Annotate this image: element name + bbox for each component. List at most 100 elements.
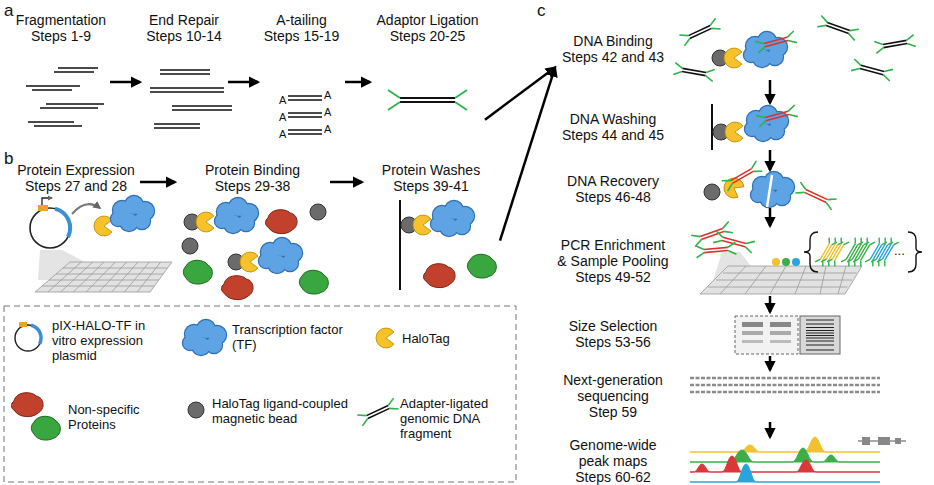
step-title: Adaptor Ligation <box>377 12 479 28</box>
pcr-pooling <box>782 258 790 266</box>
step-text: PCR Enrichment & Sample PoolingSteps 49-… <box>555 226 671 296</box>
step-title: Next-generation sequencing <box>555 372 671 404</box>
step-text: FragmentationSteps 1-9 <box>12 12 110 44</box>
legend-icons <box>188 402 204 418</box>
step-range: Steps 20-25 <box>390 28 466 44</box>
step-title: DNA Recovery <box>567 173 659 189</box>
pcr-pooling <box>827 238 849 267</box>
dna-binding-mix <box>874 35 915 54</box>
flow-arrow <box>330 181 362 184</box>
size-selection-gel <box>800 316 840 354</box>
process-step: Genome-wide peak mapsSteps 60-62 <box>555 437 930 485</box>
ellipsis: ... <box>894 244 905 257</box>
legend-box <box>4 306 516 482</box>
sequencing-reads <box>690 384 880 387</box>
legend-label: Non-specific Proteins <box>68 402 140 432</box>
step-title: A-tailing <box>276 12 327 28</box>
dna-binding-mix <box>755 31 797 53</box>
step-range: Steps 46-48 <box>575 189 651 205</box>
size-selection-gel <box>770 331 791 335</box>
legend-icons <box>19 322 27 327</box>
process-step: FragmentationSteps 1-9 <box>12 12 110 150</box>
size-selection-gel <box>770 340 791 343</box>
process-step: A-tailingSteps 15-19 <box>258 12 345 150</box>
expression-plasmid <box>30 208 70 248</box>
peak-tracks <box>690 437 880 452</box>
step-title: DNA Binding <box>573 33 652 49</box>
well-plate <box>35 262 172 292</box>
legend-label: pIX-HALO-TF in vitro expression plasmid <box>52 318 145 363</box>
pcr-pooling <box>708 266 857 294</box>
size-selection-gel <box>742 322 763 327</box>
size-selection-gel <box>735 316 798 354</box>
legend-label: Adapter-ligated genomic DNA fragment <box>400 396 488 441</box>
flow-arrow <box>110 81 140 84</box>
pcr-pooling <box>713 231 755 253</box>
dna-washing-mix <box>756 105 798 127</box>
legend-icons <box>183 320 226 355</box>
legend-icons <box>376 328 394 348</box>
legend-icons <box>15 325 41 351</box>
legend-label: HaloTag <box>402 331 450 346</box>
legend-label: Transcription factor (TF) <box>232 322 343 352</box>
peak-tracks <box>690 448 880 462</box>
process-step: Protein WashesSteps 39-41 <box>362 162 500 300</box>
step-range: Steps 27 and 28 <box>25 178 127 194</box>
legend-icons <box>357 398 398 426</box>
dna-binding-mix <box>673 63 714 82</box>
legend-entry: HaloTag ligand-coupled magnetic bead <box>212 396 362 426</box>
step-title: Protein Washes <box>382 162 480 178</box>
expression-plasmid <box>42 198 52 205</box>
step-range: Steps 1-9 <box>31 28 91 44</box>
step-range: Steps 10-14 <box>146 28 222 44</box>
adaptor-ligated-dna <box>388 90 467 110</box>
protein-washes-mix <box>399 200 401 290</box>
protein-binding-mix <box>215 198 258 233</box>
dna-recovery-mix <box>704 161 837 210</box>
expression-plasmid <box>38 205 48 211</box>
flow-arrow <box>500 68 555 241</box>
size-selection-gel <box>742 331 763 335</box>
legend-entry: Adapter-ligated genomic DNA fragment <box>400 396 512 441</box>
process-step: DNA RecoverySteps 46-48 <box>555 170 930 208</box>
flow-arrow <box>140 181 175 184</box>
base-letter: A <box>324 124 331 135</box>
dna-binding-mix <box>673 16 915 82</box>
protein-binding-mix <box>182 198 328 300</box>
protein-binding-mix <box>222 276 254 300</box>
legend-entry: pIX-HALO-TF in vitro expression plasmid <box>52 318 170 363</box>
flow-arrow <box>769 356 772 370</box>
process-step: Next-generation sequencingStep 59 <box>555 370 930 422</box>
adaptor-ligated-dna <box>400 98 455 102</box>
size-selection-gel <box>742 340 763 343</box>
flow-arrow <box>769 422 772 437</box>
step-title: Genome-wide peak maps <box>555 437 671 469</box>
well-plate <box>35 262 172 292</box>
dna-binding-mix <box>744 32 787 67</box>
step-title: End Repair <box>149 12 219 28</box>
protein-binding-mix <box>266 210 298 234</box>
process-step: DNA WashingSteps 44 and 45 <box>555 103 930 150</box>
dna-binding-mix <box>817 16 859 41</box>
step-range: Steps 49-52 <box>575 269 651 285</box>
peak-tracks <box>690 456 880 472</box>
step-range: Step 59 <box>589 404 637 420</box>
process-step: Size SelectionSteps 53-56 <box>555 312 930 356</box>
gene-model <box>858 437 906 445</box>
pcr-pooling <box>772 258 780 266</box>
step-text: A-tailingSteps 15-19 <box>258 12 345 44</box>
well-plate <box>48 262 161 292</box>
protein-washes-mix <box>431 201 474 236</box>
sequencing-reads <box>690 378 880 392</box>
base-letter: A <box>324 90 331 101</box>
flow-arrow <box>345 81 370 84</box>
base-letter: A <box>279 129 286 140</box>
gene-model <box>878 437 890 445</box>
end-repaired-dna <box>150 70 232 128</box>
expression-plasmid <box>72 204 100 214</box>
protein-binding-mix <box>310 204 326 220</box>
sequencing-reads <box>690 377 880 380</box>
legend-icons <box>31 325 41 344</box>
dna-binding-mix <box>851 59 893 81</box>
pcr-pooling <box>792 258 800 266</box>
